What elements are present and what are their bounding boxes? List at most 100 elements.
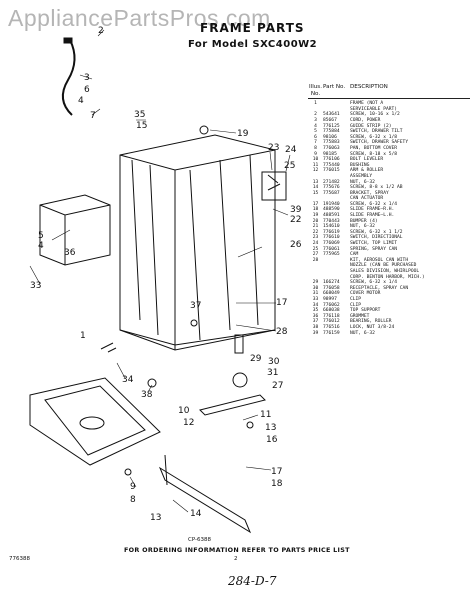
cell-description: NUT, 6-32 — [350, 224, 375, 230]
cell-illus-no: 38 — [312, 324, 319, 330]
cell-illus-no: 35 — [312, 308, 319, 314]
callout-8: 8 — [130, 495, 136, 505]
cell-description: COVER MOTOR — [350, 291, 381, 297]
cell-description: PAN, BOTTOM COVER — [350, 145, 398, 151]
cell-description: TOP SUPPORT — [350, 308, 381, 314]
callout-9: 9 — [130, 482, 136, 492]
cell-part-no: 85667 — [323, 117, 337, 123]
cell-part-no — [323, 258, 350, 280]
figure-code: CP-6388 — [188, 537, 212, 543]
cell-part-no: 776125 — [323, 123, 340, 129]
table-header: Illus. No. Part No. DESCRIPTION — [308, 84, 470, 100]
callout-16: 16 — [266, 435, 278, 445]
cell-part-no: 191940 — [323, 201, 340, 207]
callout-36: 36 — [64, 248, 76, 258]
cell-illus-no: 22 — [312, 229, 319, 235]
cell-description: SWITCH, TOP LIMIT — [350, 241, 398, 247]
callout-17b: 17 — [271, 467, 282, 477]
callout-35: 35 — [134, 110, 145, 120]
cell-part-no: 776619 — [323, 229, 340, 235]
table-row: 22 776619 SCREW, 6-32 x 1 1/2 — [308, 230, 470, 236]
cell-illus-no: 11 — [312, 162, 319, 168]
callout-13: 13 — [265, 423, 276, 433]
callout-29: 29 — [250, 354, 262, 364]
cell-description: SCREW, 6-32 x 1 1/2 — [350, 229, 403, 235]
table-row: 31 668049 COVER MOTOR — [308, 291, 470, 297]
cell-description: SCREW, 10-16 x 1/2 — [350, 112, 400, 118]
callout-38: 38 — [141, 390, 153, 400]
cell-part-no: 776106 — [323, 157, 340, 163]
cell-illus-no: 33 — [312, 296, 319, 302]
cell-part-no: 776015 — [323, 168, 340, 174]
cell-part-no: 776610 — [323, 235, 340, 241]
cell-part-no: 775687 — [323, 190, 340, 196]
cell-description: SWITCH, DRAWER TILT — [350, 129, 403, 135]
cell-part-no: 668049 — [323, 291, 340, 297]
callout-12: 12 — [183, 418, 194, 428]
cell-description: RECEPTACLE, SPRAY CAN — [350, 285, 409, 291]
cell-illus-no: 4 — [314, 123, 317, 129]
cell-part-no: 166274 — [323, 280, 340, 286]
cell-description: SPRING, SPRAY CAN — [350, 246, 398, 252]
cell-description: SWITCH, DRAWER SAFETY — [350, 140, 409, 146]
page-title: FRAME PARTS — [200, 21, 305, 35]
cell-description: BEARING, ROLLER — [350, 319, 392, 325]
cell-part-no: 668038 — [323, 308, 340, 314]
cell-illus-no: 9 — [314, 151, 317, 157]
table-row: 35 668038 TOP SUPPORT — [308, 308, 470, 314]
cell-description: GROMMET — [350, 313, 370, 319]
cell-illus-no: 13 — [312, 179, 319, 185]
cell-illus-no: 17 — [312, 201, 319, 207]
header-part-no: Part No. — [323, 84, 346, 90]
callout-28: 28 — [276, 327, 288, 337]
cell-description: BUSHING — [350, 162, 370, 168]
cell-description: SCREW, 6-32 x 1/4 — [350, 201, 398, 207]
table-row: 17 191940 SCREW, 6-32 x 1/4 — [308, 202, 470, 208]
callout-31: 31 — [267, 368, 278, 378]
callout-13b: 13 — [150, 513, 161, 523]
handwritten-note: 284-D-7 — [228, 574, 277, 588]
callout-23: 23 — [268, 143, 279, 153]
cell-illus-no: 39 — [312, 330, 319, 336]
cell-description: SLIDE FRAME—R.H. — [350, 207, 395, 213]
cell-description: BRACKET, SPRAY CAN ACTUATOR — [350, 190, 389, 202]
cell-part-no: 776118 — [323, 313, 340, 319]
cell-description: CAM — [350, 252, 359, 258]
callout-4b: 4 — [38, 241, 44, 251]
cell-description: NUT, 6-32 — [350, 330, 375, 336]
callout-7: 7 — [90, 111, 96, 121]
cell-part-no: 770443 — [323, 218, 340, 224]
cell-illus-no: 31 — [312, 291, 319, 297]
cell-part-no: 154610 — [323, 224, 340, 230]
cell-part-no: 775965 — [323, 252, 340, 258]
callout-30: 30 — [268, 357, 280, 367]
cell-description: SCREW, 6-32 x 1/8 — [350, 134, 398, 140]
cell-part-no: 98185 — [323, 151, 337, 157]
cell-part-no: 776516 — [323, 324, 340, 330]
callout-25: 25 — [284, 161, 295, 171]
cell-part-no: 98106 — [323, 134, 337, 140]
cell-description: KIT, AEROSOL CAN WITH NOZZLE (CAN BE PUR… — [350, 257, 425, 280]
cell-description: CLIP — [350, 302, 362, 308]
cell-part-no — [323, 101, 350, 112]
cell-illus-no: 18 — [312, 207, 319, 213]
cell-illus-no: 23 — [312, 235, 319, 241]
